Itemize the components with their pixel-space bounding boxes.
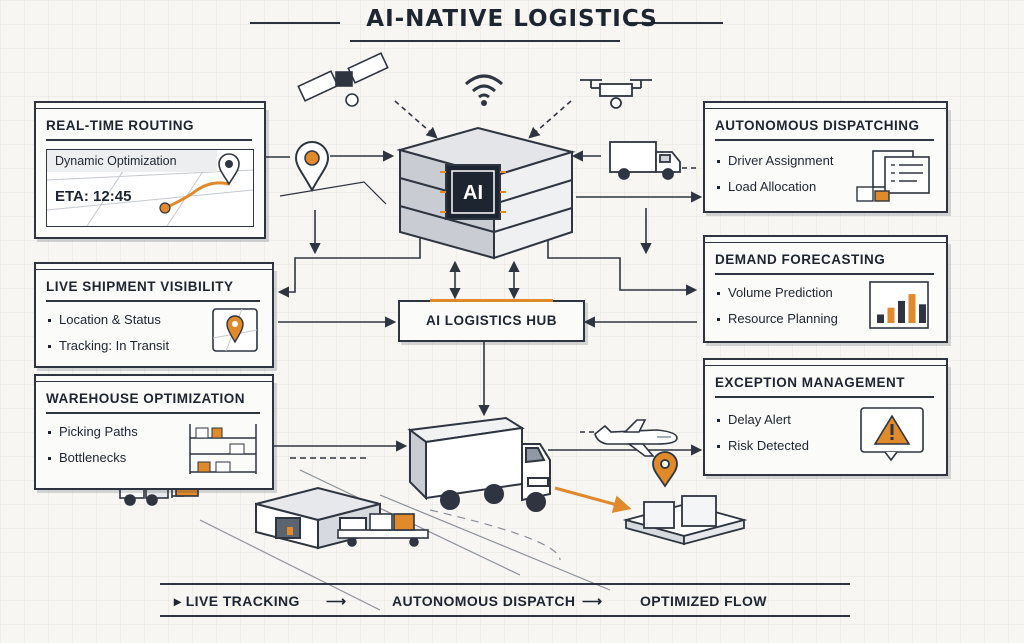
delivery-arrow <box>554 486 632 513</box>
panel-divider <box>715 273 934 275</box>
panel-title: LIVE SHIPMENT VISIBILITY <box>46 279 234 294</box>
panel-real-time-routing: REAL-TIME ROUTING Dynamic Optimization E… <box>34 101 266 239</box>
flow-arrow-icon: ⟶ <box>582 593 603 609</box>
list-item: Delay Alert <box>717 412 791 427</box>
wifi-icon <box>465 74 503 106</box>
panel-title: REAL-TIME ROUTING <box>46 118 194 133</box>
forecast-bar <box>898 300 905 323</box>
list-item: Bottlenecks <box>48 450 126 465</box>
road-lines <box>199 469 611 611</box>
panel-live-shipment-visibility: LIVE SHIPMENT VISIBILITY Location & Stat… <box>34 262 274 368</box>
title-rule-left <box>250 22 340 24</box>
list-item: Picking Paths <box>48 424 138 439</box>
title-underline <box>350 40 620 42</box>
panel-title: WAREHOUSE OPTIMIZATION <box>46 391 245 406</box>
list-item: Driver Assignment <box>717 153 833 168</box>
satellite-icon <box>297 52 389 107</box>
checklist-icon <box>856 150 930 202</box>
list-item: Volume Prediction <box>717 285 833 300</box>
eta-value: ETA: 12:45 <box>55 188 132 205</box>
panel-title: AUTONOMOUS DISPATCHING <box>715 118 920 133</box>
pallet-icon <box>622 451 748 546</box>
footer-rule-bottom <box>160 615 850 617</box>
ai-server-icon <box>396 126 576 260</box>
list-item: Location & Status <box>48 312 161 327</box>
truck-icon <box>407 416 551 512</box>
panel-divider <box>715 396 934 398</box>
map-label: Dynamic Optimization <box>55 154 177 168</box>
map-label-bar <box>47 150 217 172</box>
flow-step-autonomous-dispatch: AUTONOMOUS DISPATCH <box>392 593 576 609</box>
shelving-icon <box>189 424 257 474</box>
panel-exception-management: EXCEPTION MANAGEMENT Delay Alert Risk De… <box>703 358 948 476</box>
bar-chart-icon <box>869 281 929 329</box>
forecast-bar <box>919 304 926 323</box>
forecast-bar <box>887 307 895 323</box>
panel-divider <box>46 300 260 302</box>
hub-label: AI LOGISTICS HUB <box>425 313 557 328</box>
panel-demand-forecasting: DEMAND FORECASTING Volume Prediction Res… <box>703 235 948 343</box>
panel-warehouse-optimization: WAREHOUSE OPTIMIZATION Picking Paths Bot… <box>34 374 274 490</box>
warning-icon <box>860 407 924 462</box>
page-title: AI-NATIVE LOGISTICS <box>366 6 658 32</box>
warehouse-icon <box>255 486 381 550</box>
forecast-bar <box>877 314 884 323</box>
flow-step-live-tracking: ▸ LIVE TRACKING <box>174 593 300 609</box>
delivery-van-icon <box>609 141 681 180</box>
panel-divider <box>46 139 252 141</box>
flow-arrow-icon: ⟶ <box>326 593 347 609</box>
server-ai-label: AI <box>463 182 483 204</box>
ai-logistics-hub[interactable]: AI LOGISTICS HUB <box>398 299 585 342</box>
panel-title: EXCEPTION MANAGEMENT <box>715 375 906 390</box>
list-item: Resource Planning <box>717 311 838 326</box>
connector-lines <box>262 100 703 459</box>
list-item: Tracking: In Transit <box>48 338 169 353</box>
title-rule-right <box>628 22 723 24</box>
map-pin-icon <box>212 308 258 352</box>
drone-icon <box>580 79 652 109</box>
pallet-cart-icon <box>337 513 429 547</box>
panel-divider <box>46 412 260 414</box>
panel-autonomous-dispatching: AUTONOMOUS DISPATCHING Driver Assignment… <box>703 101 948 213</box>
route-map-graphic <box>47 150 253 226</box>
route-map[interactable]: Dynamic Optimization ETA: 12:45 <box>46 149 254 227</box>
list-item: Risk Detected <box>717 438 809 453</box>
flow-step-optimized-flow: OPTIMIZED FLOW <box>640 593 767 609</box>
airplane-icon <box>594 419 678 457</box>
panel-divider <box>715 139 934 141</box>
location-pin-icon <box>279 141 387 205</box>
footer-rule-top <box>160 583 850 585</box>
list-item: Load Allocation <box>717 179 816 194</box>
panel-title: DEMAND FORECASTING <box>715 252 886 267</box>
forecast-bar <box>908 294 916 323</box>
